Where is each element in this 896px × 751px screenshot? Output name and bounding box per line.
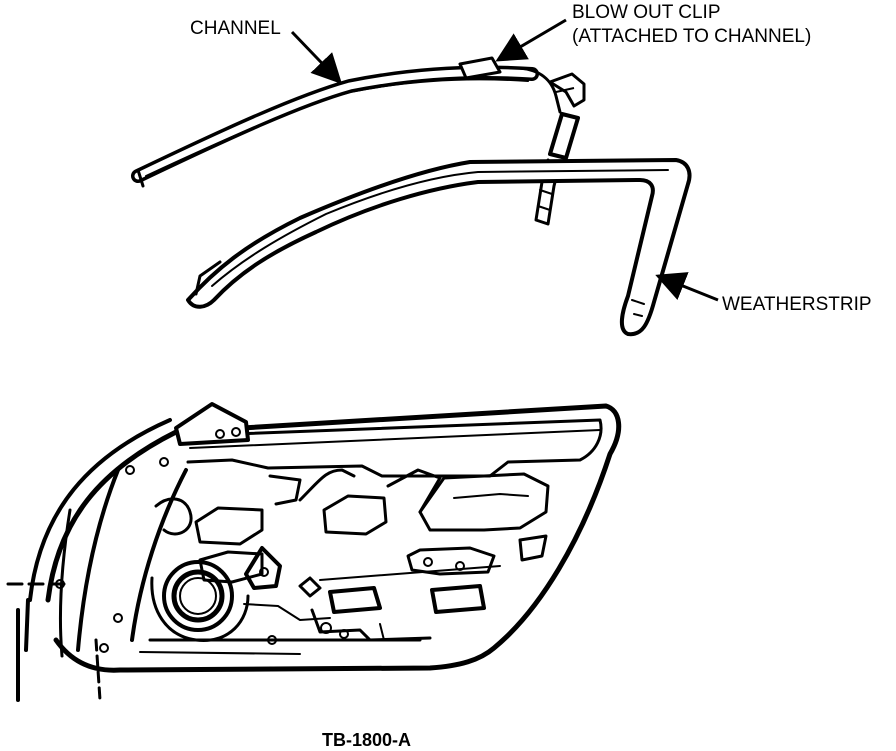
blow-out-clip-sublabel: (ATTACHED TO CHANNEL) [572,26,812,47]
weatherstrip-label: WEATHERSTRIP [722,294,872,315]
blow-out-clip [460,58,584,106]
channel-label: CHANNEL [190,18,281,39]
channel-leader-arrow [292,32,343,85]
weatherstrip-leader-arrow [655,272,718,300]
figure-code: TB-1800-A [322,730,412,750]
weatherstrip [188,160,690,334]
door-inner-panel [8,404,619,700]
blow-out-clip-label: BLOW OUT CLIP [572,2,721,23]
clip-leader-arrow [495,20,566,62]
leader-lines [292,20,718,300]
